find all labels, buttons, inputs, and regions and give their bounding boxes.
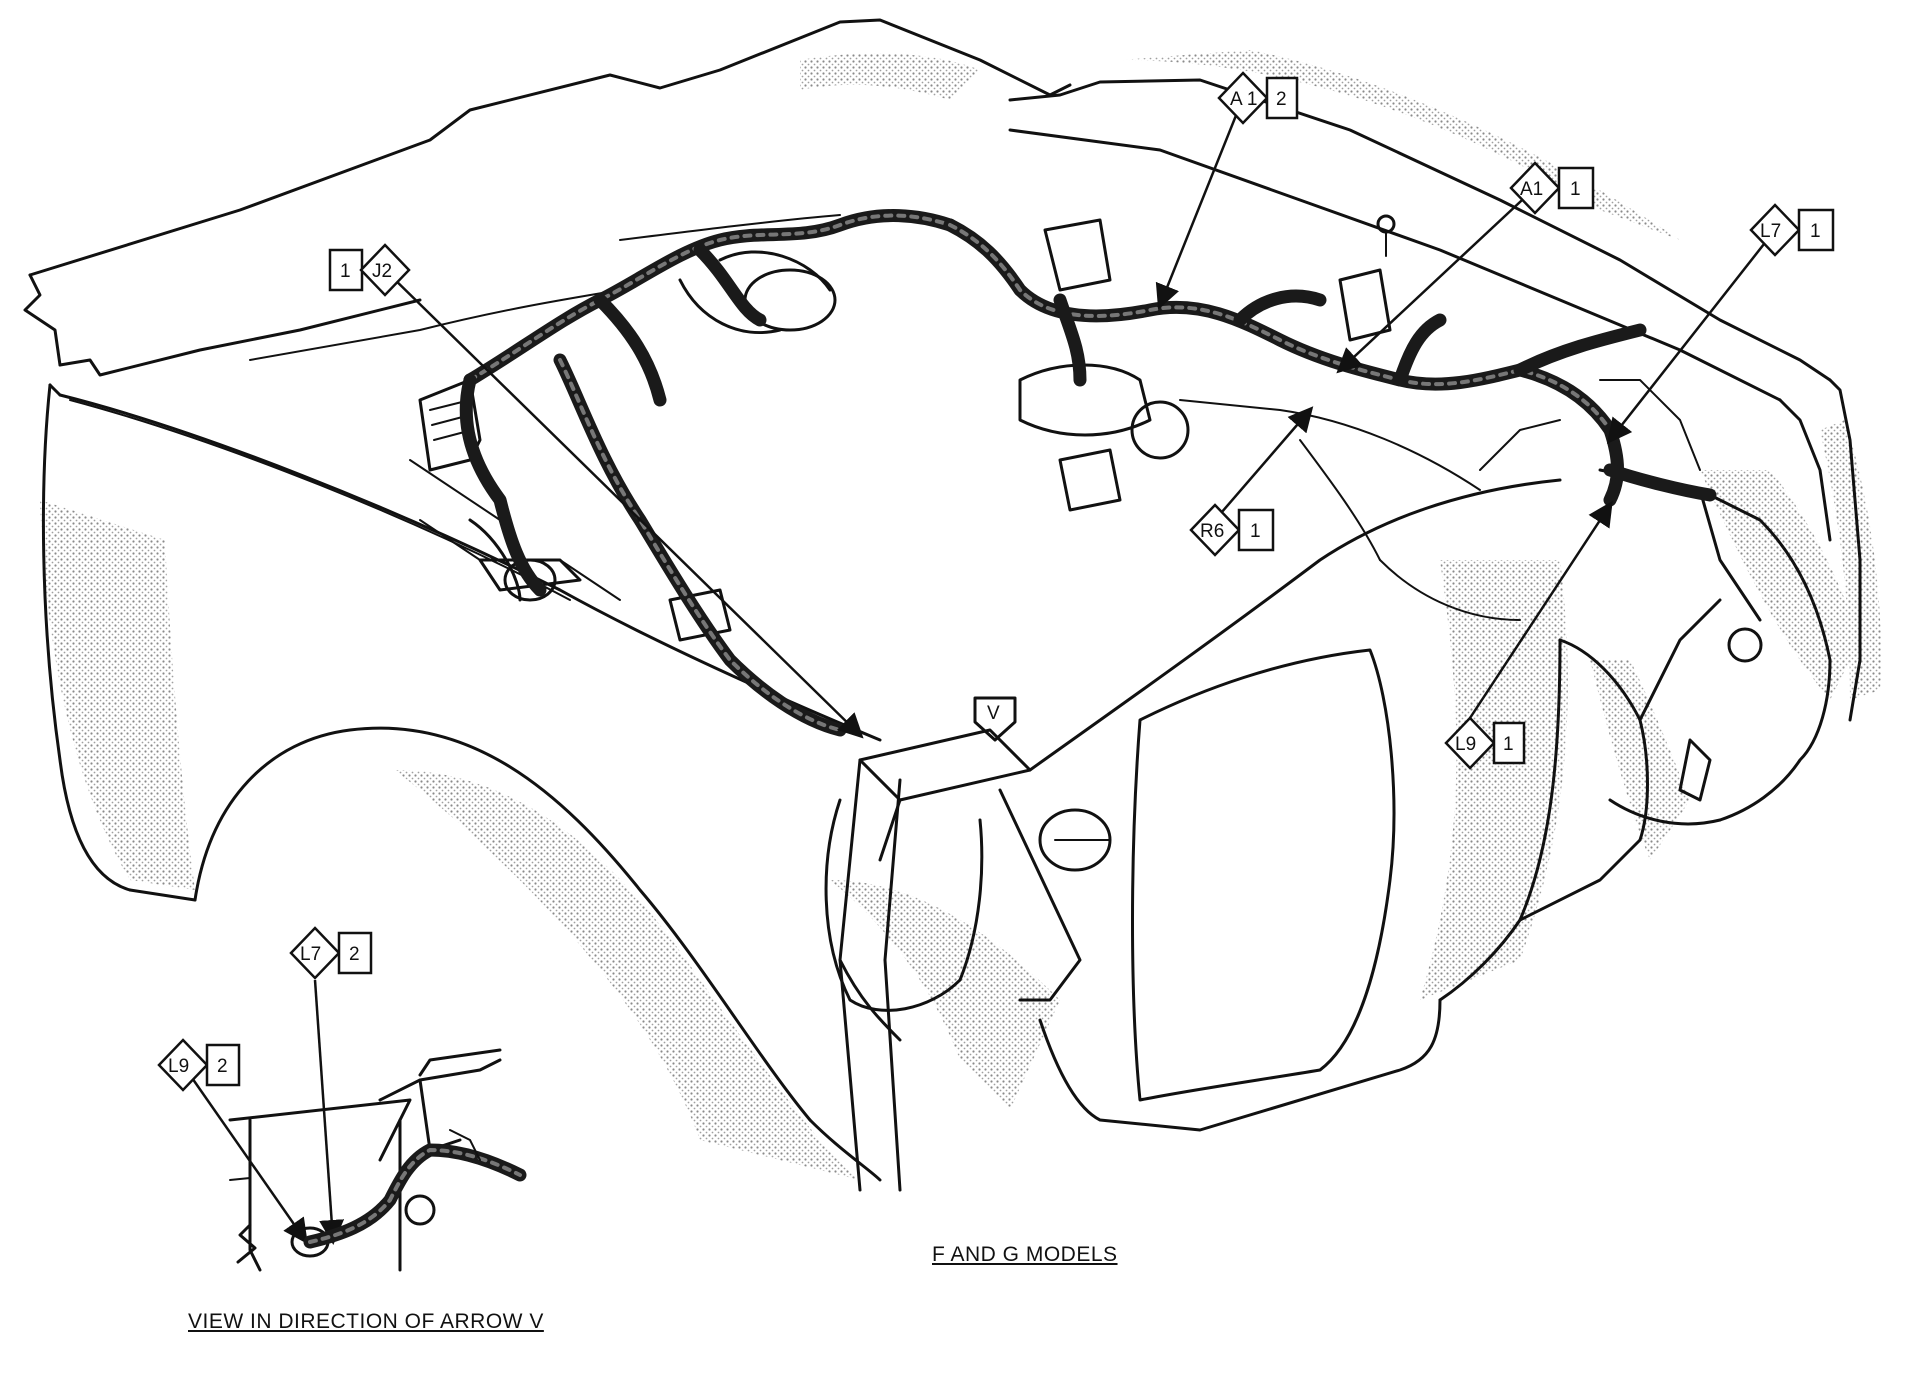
callout-l9-1-box: 1 xyxy=(1503,734,1514,755)
inset-caption: VIEW IN DIRECTION OF ARROW V xyxy=(188,1310,544,1333)
wiring-harness xyxy=(459,209,1717,737)
callout-j2-1-box: 1 xyxy=(340,261,351,282)
callout-l7-2-diamond: L7 xyxy=(300,944,321,965)
callout-a1-1-box: 1 xyxy=(1570,179,1581,200)
callout-l9-2: L9 2 xyxy=(157,1038,241,1092)
callout-l9-2-diamond: L9 xyxy=(168,1056,189,1077)
main-caption: F AND G MODELS xyxy=(932,1243,1118,1266)
callout-a1-1: A1 1 xyxy=(1509,161,1595,215)
arrow-v-label: V xyxy=(987,703,1000,724)
callout-j2-1-diamond: J2 xyxy=(372,261,392,282)
callout-l7-1-diamond: L7 xyxy=(1760,221,1781,242)
callout-l7-1: L7 1 xyxy=(1749,203,1835,257)
arrow-v-marker: V xyxy=(973,696,1017,742)
callout-a1-2-box: 2 xyxy=(1276,89,1287,110)
callout-l9-2-box: 2 xyxy=(217,1056,228,1077)
callout-r6-1-box: 1 xyxy=(1250,521,1261,542)
callout-l7-1-box: 1 xyxy=(1810,221,1821,242)
callout-l7-2-box: 2 xyxy=(349,944,360,965)
callout-a1-2-diamond: A 1 xyxy=(1230,89,1257,110)
callout-l9-1-diamond: L9 xyxy=(1455,734,1476,755)
callout-a1-1-diamond: A1 xyxy=(1520,179,1543,200)
components xyxy=(418,214,1763,872)
callout-r6-1-diamond: R6 xyxy=(1200,521,1224,542)
callout-j2-1: 1 J2 xyxy=(328,243,411,297)
callout-l9-1: L9 1 xyxy=(1444,716,1526,770)
callout-r6-1: R6 1 xyxy=(1189,503,1275,557)
callout-l7-2: L7 2 xyxy=(289,926,373,980)
callout-a1-2: A 1 2 xyxy=(1217,71,1299,125)
inset-view xyxy=(228,1048,527,1272)
